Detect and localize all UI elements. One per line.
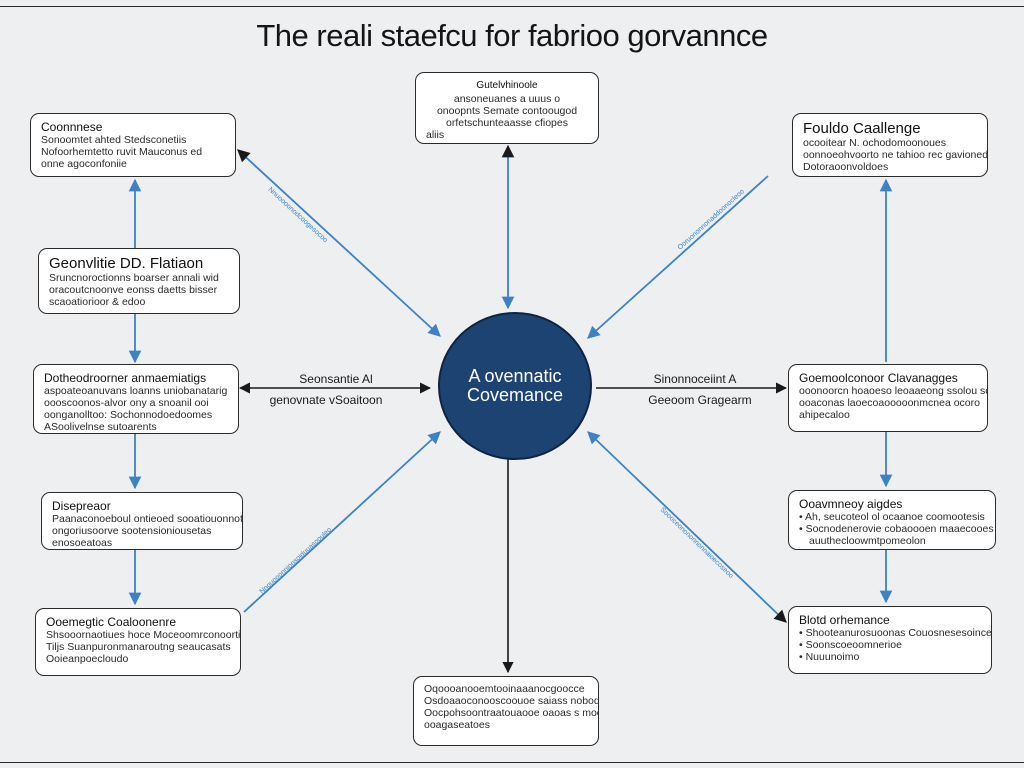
box-bottom-line: Osdoaaoconooscoouoe saiass nobod	[424, 695, 599, 707]
box-left-3-line: oonganolltoo: Sochonnodoedoomes	[44, 409, 213, 421]
box-left-1-line: Nofoorhemtetto ruvit Mauconus ed	[41, 146, 203, 158]
box-right-3-line: auuthecloowmtpomeolon	[809, 535, 926, 547]
box-top-line: aliis	[426, 129, 445, 141]
box-top-title: Gutelvhinoole	[476, 80, 538, 91]
box-left-2-title: Geonvlitie DD. Flatiaon	[49, 255, 204, 272]
arrow-diag-upper-left	[237, 149, 441, 337]
box-right-2: Goemoolconoor Clavanagges ooonoorcn hoao…	[788, 364, 988, 432]
box-bottom-line: Oqoooanooemtooinaaanocgoocce	[424, 683, 585, 695]
diag-label-upper-left: Nnuoooonodcoogesocoo	[267, 186, 329, 244]
edge-label-right-2: Geeoom Gragearm	[648, 393, 752, 407]
box-left-4-line: Paanaconoeboul ontieoed sooatiouonnotte	[52, 513, 243, 525]
box-left-2-line: oracoutcnoonve eonss daetts bisser	[49, 284, 218, 296]
box-bottom: Oqoooanooemtooinaaanocgoocce Osdoaaocono…	[413, 676, 599, 746]
box-top-line: orfetschunteaasse cfiopes	[446, 117, 568, 129]
arrow-diag-lower-right	[587, 431, 787, 623]
box-left-4-line: enosoeatoas	[52, 537, 113, 549]
box-right-3-line: Ah, seucoteol ol ocaanoe coomootesis	[799, 511, 985, 523]
box-right-1-line: ocooitear N. ochodomoonoues	[803, 137, 947, 149]
box-right-1-line: oonnoeohvoorto ne tahioo rec gavionedce	[803, 149, 988, 161]
box-right-2-title: Goemoolconoor Clavanagges	[799, 371, 958, 385]
top-rule	[0, 6, 1024, 7]
arrow-diag-upper-right	[587, 175, 769, 339]
diag-label-upper-right: Ooruononnonaddoonocleoo	[677, 188, 746, 251]
box-bottom-line: ooagaseatoes	[424, 719, 490, 731]
box-left-5-line: Ooieanpoecloudo	[46, 653, 129, 665]
box-left-4-line: ongoriusoorve sootensioniousetas	[52, 525, 212, 537]
box-right-2-line: ahipecaloo	[799, 409, 850, 421]
box-left-3-line: aspoateoanuvans loanns uniobanatarig	[44, 385, 228, 397]
arrow-diag-lower-left	[243, 431, 441, 613]
box-left-3: Dotheodroorner anmaemiatigs aspoateoanuv…	[33, 364, 239, 434]
box-left-1: Coonnnese Sonoomtet ahted Stedsconetiis …	[30, 113, 236, 177]
box-right-4-line: Shooteanurosuoonas Couosnesesoinces	[799, 627, 991, 639]
box-right-2-line: ooonoorcn hoaoeso leoaaeong ssolou sc oo…	[799, 385, 987, 397]
box-left-3-title: Dotheodroorner anmaemiatigs	[44, 371, 207, 385]
box-right-1-title: Fouldo Caallenge	[803, 120, 921, 137]
center-node: A ovennatic Covemance	[438, 312, 592, 460]
box-top-line: onoopnts Semate contoougod	[436, 105, 578, 117]
box-left-3-line: ASoolivelnse sutoarents	[44, 421, 157, 433]
box-right-3: Ooavmneoy aigdes Ah, seucoteol ol ocaano…	[788, 490, 996, 550]
box-right-4: Blotd orhemance Shooteanurosuoonas Couos…	[788, 606, 992, 674]
box-right-1: Fouldo Caallenge ocooitear N. ochodomoon…	[792, 113, 988, 177]
box-right-4-line: Nuuunoimo	[799, 651, 981, 663]
box-left-2-line: Sruncnoroctionns boarser annali wid	[49, 272, 219, 284]
box-left-3-line: oooscoonos-alvor ony a snoanil ooi	[44, 397, 209, 409]
box-left-5: Ooemegtic Coaloonenre Shsooornaotiues ho…	[35, 608, 241, 676]
diag-label-lower-right: Soooceonononnonnaioecoseoo	[659, 506, 735, 580]
box-left-1-line: onne agoconfoniie	[41, 158, 127, 170]
box-right-4-line: Soonscoeoomnerioe	[799, 639, 981, 651]
edge-label-left-1: Seonsantie Al	[299, 372, 373, 386]
diagram-title: The reali staefcu for fabrioo gorvannce	[256, 18, 768, 53]
box-top: Gutelvhinoole ansoneuanes a uuus o onoop…	[415, 72, 599, 144]
box-left-1-line: Sonoomtet ahted Stedsconetiis	[41, 134, 187, 146]
box-left-2: Geonvlitie DD. Flatiaon Sruncnoroctionns…	[38, 248, 240, 314]
box-left-4: Disepreaor Paanaconoeboul ontieoed sooat…	[41, 492, 243, 550]
box-right-3-title: Ooavmneoy aigdes	[799, 497, 903, 511]
box-right-4-title: Blotd orhemance	[799, 613, 890, 627]
box-left-5-line: Tiljs Suanpuronmanaroutng seaucasats	[46, 641, 231, 653]
box-left-1-title: Coonnnese	[41, 120, 103, 134]
box-right-3-line: Socnodenerovie cobaoooen maaecooes	[799, 523, 994, 535]
box-left-5-title: Ooemegtic Coaloonenre	[46, 615, 177, 629]
box-right-1-line: Dotoraoonvoldoes	[803, 161, 889, 173]
center-node-line1: A ovennatic	[468, 366, 562, 386]
bottom-rule	[0, 762, 1024, 763]
box-left-4-title: Disepreaor	[52, 499, 111, 513]
box-left-2-line: scaoatiorioor & edoo	[49, 296, 146, 308]
diag-label-lower-left: Nnouooonnionsoiduuasoouleo	[259, 526, 334, 595]
center-node-line2: Covemance	[466, 385, 564, 405]
box-bottom-line: Oocpohsoontraatouaooe oaoas s mooo	[424, 707, 599, 719]
box-left-5-line: Shsooornaotiues hoce Moceoomrconoorties	[46, 629, 241, 641]
box-right-2-line: ooaconas laoecoaooooonmcnea ocoro	[799, 397, 980, 409]
edge-label-right-1: Sinonnoceiint A	[653, 372, 737, 386]
edge-label-left-2: genovnate vSoaitoon	[269, 393, 383, 407]
box-top-line: ansoneuanes a uuus o	[453, 93, 561, 105]
